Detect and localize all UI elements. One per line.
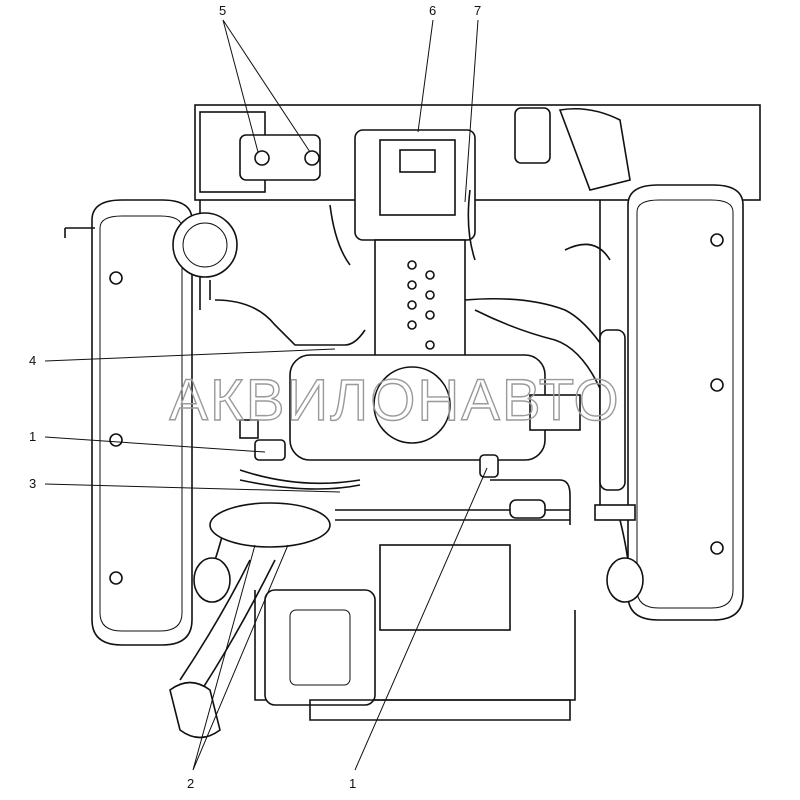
callout-6: 6	[429, 3, 436, 18]
watermark: АКВИЛОНАВТО	[169, 368, 620, 433]
callout-1-bottom: 1	[349, 776, 356, 791]
fittings-5	[239, 134, 321, 181]
callout-2: 2	[187, 776, 194, 791]
right-valve-cover	[627, 184, 744, 621]
left-valve-cover	[64, 199, 193, 646]
injection-pump	[374, 239, 466, 371]
fuel-filter	[172, 212, 238, 300]
engine-block	[199, 200, 601, 721]
fittings-1	[239, 419, 499, 478]
callout-4: 4	[29, 353, 36, 368]
callout-1-left: 1	[29, 429, 36, 444]
fuel-pump	[354, 129, 476, 241]
callout-5: 5	[219, 3, 226, 18]
callout-7: 7	[474, 3, 481, 18]
lower-fittings	[169, 329, 644, 739]
callout-3: 3	[29, 476, 36, 491]
intake-manifold	[289, 354, 581, 461]
leader-lines	[44, 19, 488, 771]
